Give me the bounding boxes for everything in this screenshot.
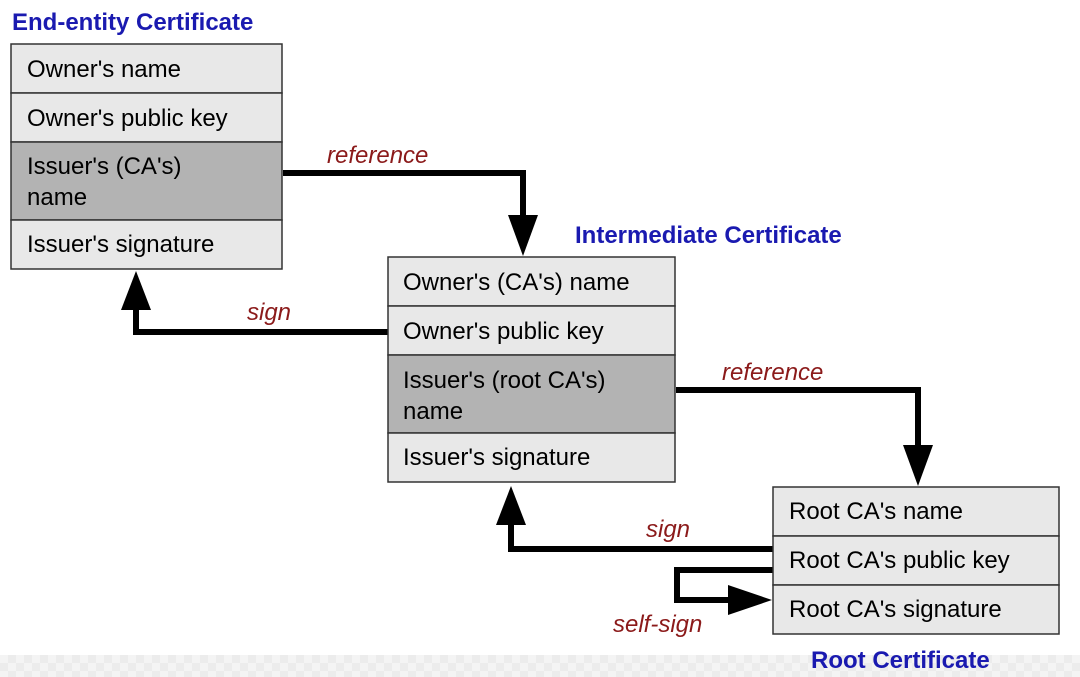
- root-row-signature: [772, 584, 1060, 635]
- self-sign-label: self-sign: [613, 611, 702, 638]
- connectors: [121, 170, 933, 615]
- sign-arrow-1-line: [133, 300, 388, 335]
- bottom-background-strip: [0, 655, 1080, 677]
- reference-label-2: reference: [722, 359, 823, 386]
- intermediate-row-issuer-signature: [387, 432, 676, 483]
- end-entity-row-issuer-name-text-1: Issuer's (CA's): [27, 153, 182, 180]
- sign-label-2: sign: [646, 516, 690, 543]
- intermediate-row-issuer-name: [387, 354, 676, 434]
- sign-arrow-2-line: [508, 515, 773, 552]
- end-entity-row-issuer-name-text-2: name: [27, 184, 87, 211]
- intermediate-row-owner-name: [387, 256, 676, 307]
- arrow-labels: reference sign reference sign self-sign: [247, 142, 823, 638]
- reference-label-1: reference: [327, 142, 428, 169]
- root-row-public-key-text: Root CA's public key: [789, 547, 1010, 574]
- sign-label-1: sign: [247, 299, 291, 326]
- reference-arrow-1-line: [283, 170, 526, 222]
- intermediate-row-owner-public-key: [387, 305, 676, 356]
- intermediate-certificate: Intermediate Certificate Owner's (CA's) …: [387, 222, 842, 483]
- root-title: Root Certificate: [811, 647, 990, 674]
- end-entity-title: End-entity Certificate: [12, 9, 253, 36]
- intermediate-row-issuer-signature-text: Issuer's signature: [403, 444, 590, 471]
- reference-arrow-1-head: [508, 215, 538, 256]
- intermediate-row-owner-public-key-text: Owner's public key: [403, 318, 604, 345]
- end-entity-row-owner-name-text: Owner's name: [27, 56, 181, 83]
- reference-arrow-2-line: [676, 387, 921, 452]
- intermediate-row-issuer-name-text-1: Issuer's (root CA's): [403, 367, 606, 394]
- end-entity-certificate: End-entity Certificate Owner's name Owne…: [10, 9, 283, 270]
- root-row-public-key: [772, 535, 1060, 586]
- intermediate-row-issuer-name-text-2: name: [403, 398, 463, 425]
- sign-arrow-1-head: [121, 271, 151, 310]
- intermediate-row-owner-name-text: Owner's (CA's) name: [403, 269, 630, 296]
- intermediate-title: Intermediate Certificate: [575, 222, 842, 249]
- sign-arrow-2-head: [496, 486, 526, 525]
- reference-arrow-2-head: [903, 445, 933, 486]
- self-sign-arrow-line: [674, 567, 773, 603]
- self-sign-arrow-head: [728, 585, 772, 615]
- root-certificate: Root CA's name Root CA's public key Root…: [772, 486, 1060, 674]
- end-entity-row-issuer-signature: [10, 219, 283, 270]
- root-row-name-text: Root CA's name: [789, 498, 963, 525]
- end-entity-row-owner-public-key-text: Owner's public key: [27, 105, 228, 132]
- root-row-signature-text: Root CA's signature: [789, 596, 1002, 623]
- end-entity-row-issuer-signature-text: Issuer's signature: [27, 231, 214, 258]
